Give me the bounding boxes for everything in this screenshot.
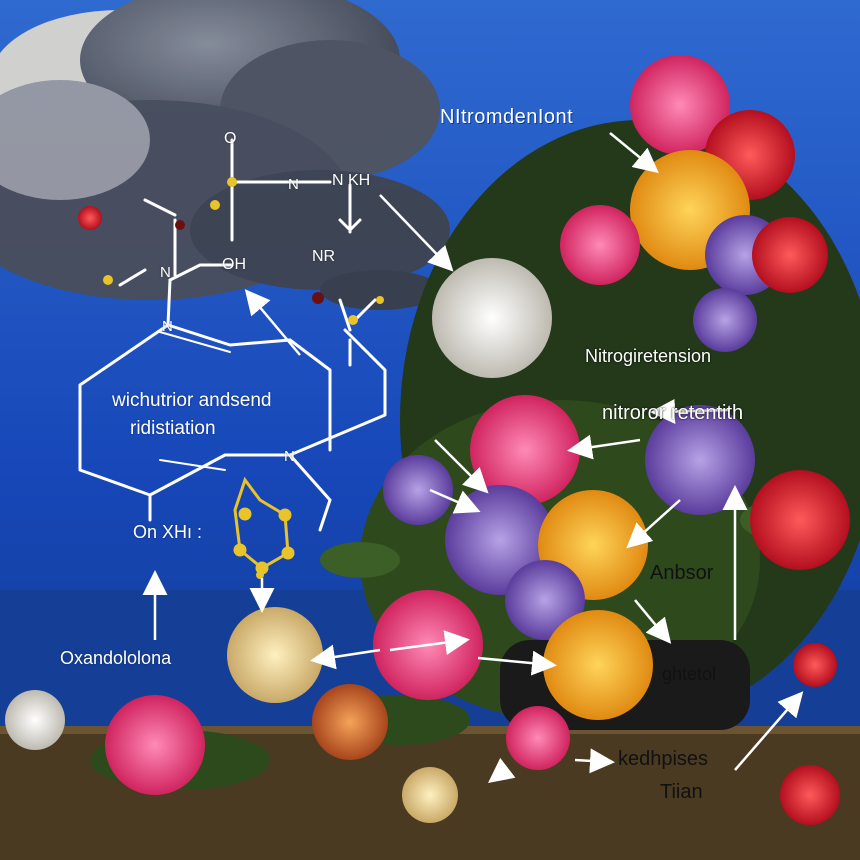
flower-white-table xyxy=(5,690,65,750)
chem-label-n-top: N xyxy=(288,176,299,193)
label-kedhpises: kedhpises xyxy=(618,748,709,770)
flower-pink-vase xyxy=(506,706,570,770)
chem-label-n-left: N xyxy=(160,264,171,281)
label-oxandololona: Oxandololona xyxy=(60,648,172,668)
flower-cream xyxy=(227,607,323,703)
flower-lilac-left xyxy=(383,455,453,525)
label-wichutrior-andsend: wichutrior andsend xyxy=(112,390,272,411)
label-nitromdeniont: NItromdenIont xyxy=(440,106,574,128)
chem-label-n-lower: N xyxy=(284,448,295,465)
flower-pink-table xyxy=(105,695,205,795)
chem-label-n-mid: N xyxy=(162,318,173,335)
label-nitrogiretension: Nitrogiretension xyxy=(585,346,712,366)
cloud-bank xyxy=(0,0,450,310)
flower-red-right-low xyxy=(793,643,837,687)
flower-clusters xyxy=(5,55,850,825)
flower-white xyxy=(432,258,552,378)
flower-pink-left xyxy=(560,205,640,285)
flower-red-big xyxy=(750,470,850,570)
flower-lilac-low xyxy=(505,560,585,640)
chemical-structure xyxy=(78,138,387,532)
flower-pink-top xyxy=(630,55,730,155)
chem-label-oh: OH xyxy=(222,256,246,273)
yellow-atom-ring xyxy=(233,476,295,575)
chem-label-nkh: N KH xyxy=(332,172,371,189)
label-ridistiation: ridistiation xyxy=(130,418,216,439)
flower-cream-table xyxy=(402,767,458,823)
label-nitroror-retentith: nitroror retentith xyxy=(602,402,744,424)
flower-purple-small xyxy=(693,288,757,352)
chem-label-nr: NR xyxy=(312,248,336,265)
flower-yellow-low xyxy=(543,610,653,720)
atom-dots xyxy=(103,177,384,579)
flower-pink-mid xyxy=(470,395,580,505)
flower-red-table xyxy=(780,765,840,825)
chem-label-o: O xyxy=(224,130,237,147)
pointer-arrows xyxy=(142,132,804,784)
label-formula-note: On XHı : xyxy=(133,522,203,542)
label-anbsor: Anbsor xyxy=(650,562,714,584)
flower-small-red xyxy=(78,206,102,230)
flower-red-right xyxy=(752,217,828,293)
label-ghtetol: ghtetol xyxy=(662,664,717,684)
flower-orange-table xyxy=(312,684,388,760)
label-tiian: Tiian xyxy=(660,781,703,803)
